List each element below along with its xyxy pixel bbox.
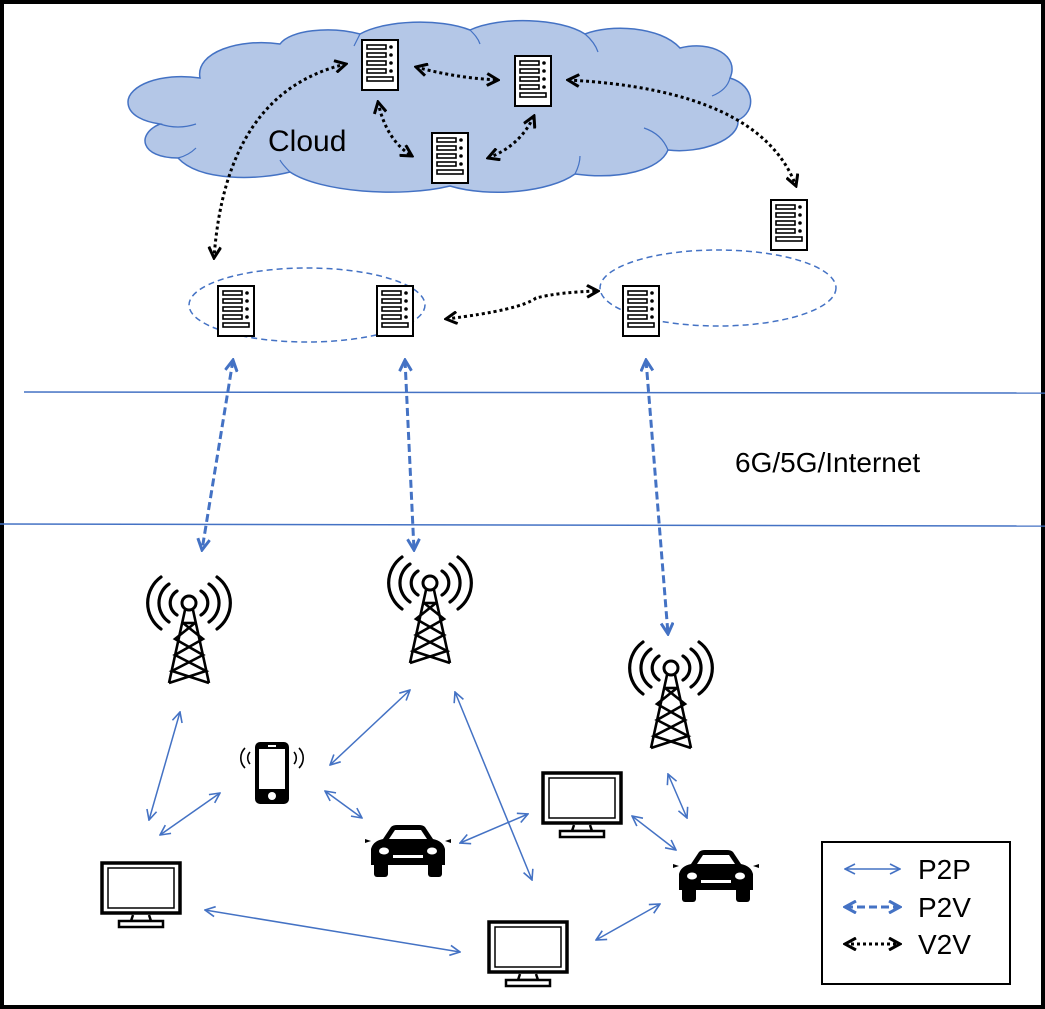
cloud-server-3-icon [431, 132, 469, 184]
p2v-link [405, 360, 414, 550]
p2p-link [149, 712, 180, 820]
v2v-link [416, 67, 498, 80]
monitor-2-icon [100, 861, 182, 929]
edge-cluster-left [188, 267, 426, 343]
tower-1-icon [146, 575, 232, 685]
server-icon [770, 199, 808, 251]
edge-server-2-icon [376, 285, 414, 337]
monitor-1-icon [541, 771, 623, 839]
tower-2-icon [387, 555, 473, 665]
p2p-link [632, 816, 676, 850]
car-2-icon [673, 850, 759, 902]
smartphone-icon [239, 741, 305, 805]
legend-label-p2p: P2P [918, 854, 971, 885]
legend-label-v2v: V2V [918, 929, 971, 960]
v2v-link [214, 64, 346, 258]
network-band-bottom [0, 523, 1045, 527]
legend-label-p2v: P2V [918, 892, 971, 923]
edge-server-1-icon [217, 285, 255, 337]
p2p-link [325, 791, 362, 818]
cloud-label: Cloud [268, 125, 346, 158]
p2v-link [646, 360, 668, 634]
p2p-link [330, 690, 410, 765]
edge-server-3-icon [622, 285, 660, 337]
tower-3-icon [628, 640, 714, 750]
p2p-link [596, 904, 660, 940]
v2v-link [568, 80, 796, 186]
cloud-server-2-icon [514, 55, 552, 107]
p2p-link [668, 774, 687, 818]
v2v-link [488, 116, 534, 158]
p2p-link [460, 814, 528, 843]
network-band-top [23, 391, 1045, 394]
car-1-icon [365, 825, 451, 877]
p2p-link [455, 692, 532, 880]
cloud-server-1-icon [361, 39, 399, 91]
p2v-link [202, 360, 233, 550]
v2v-link [446, 291, 598, 319]
v2v-link [378, 102, 412, 156]
p2p-link [160, 793, 220, 835]
legend: P2P P2V V2V [821, 841, 1011, 985]
p2p-link [205, 910, 460, 952]
network-label: 6G/5G/Internet [735, 447, 920, 478]
monitor-3-icon [487, 920, 569, 988]
